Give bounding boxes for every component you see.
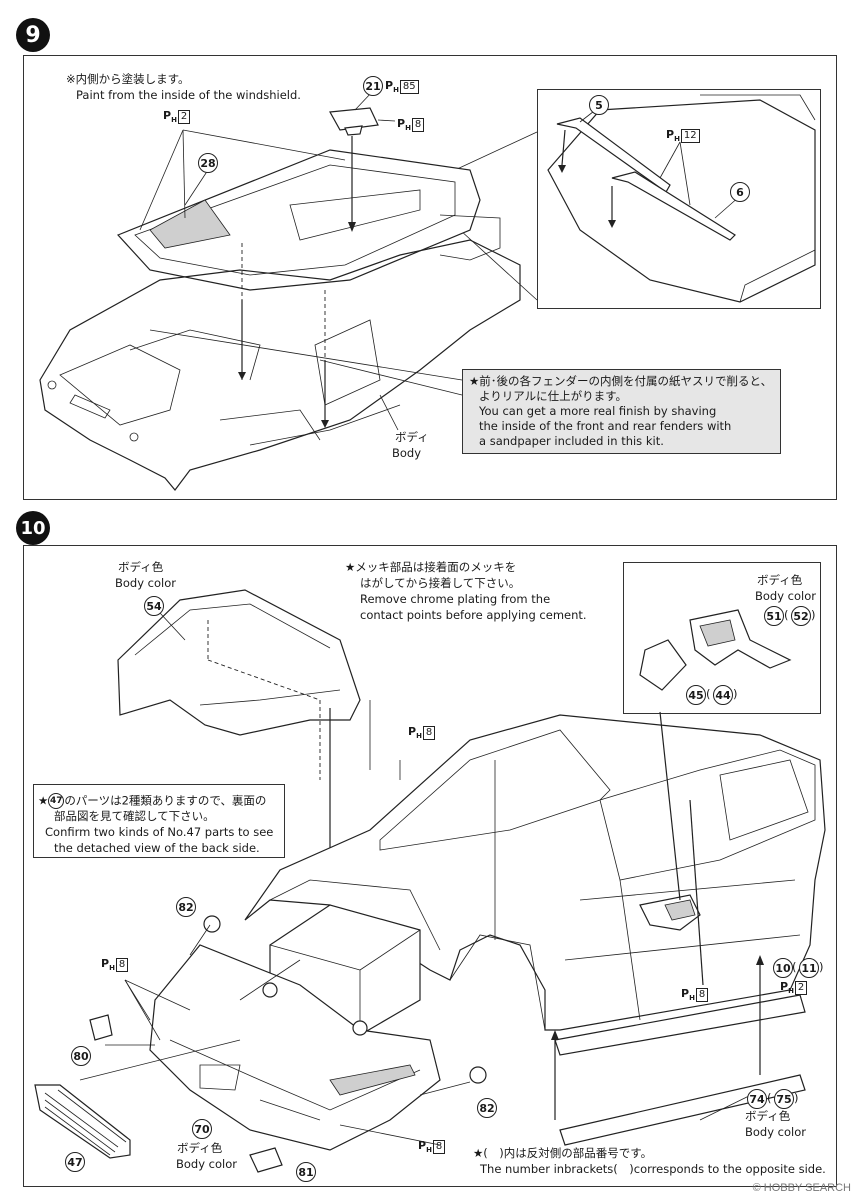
step-9-inset (537, 89, 821, 309)
bracket-75: ) (794, 1091, 799, 1105)
callout-part-6: 6 (730, 182, 750, 202)
step-9-badge: 9 (16, 18, 50, 52)
part-47-note (33, 784, 285, 858)
bracket-note-en: The number inbrackets( )corresponds to t… (480, 1162, 826, 1176)
callout-part-80: 80 (71, 1046, 91, 1066)
callout-part-44: 44 (713, 685, 733, 705)
part-47-note-en-2: the detached view of the back side. (54, 841, 260, 855)
callout-part-5: 5 (589, 95, 609, 115)
bracket-44: ) (733, 687, 738, 701)
callout-part-21: 21 (363, 76, 383, 96)
callout-part-28: 28 (198, 153, 218, 173)
bracket-45: ( (706, 687, 711, 701)
callout-part-47: 47 (65, 1152, 85, 1172)
callout-part-10: 10 (773, 958, 793, 978)
bracket-52: ) (811, 608, 816, 622)
callout-part-52: 52 (791, 606, 811, 626)
bracket-74: ( (767, 1091, 772, 1105)
hood-color-ja: ボディ色 (118, 560, 164, 574)
chrome-note-ja-2: はがしてから接着して下さい。 (360, 576, 521, 590)
bracket-10: ( (792, 960, 797, 974)
paint-note-en: Paint from the inside of the windshield. (76, 88, 301, 102)
chrome-note-en-2: contact points before applying cement. (360, 608, 587, 622)
callout-part-11: 11 (799, 958, 819, 978)
callout-part-82-top: 82 (176, 897, 196, 917)
paint-note-ja: ※内側から塗装します。 (66, 72, 190, 86)
chrome-note-ja-1: ★メッキ部品は接着面のメッキを (345, 560, 517, 574)
part-47-inline-icon: 47 (48, 793, 65, 809)
callout-part-82-right: 82 (477, 1098, 497, 1118)
body-label-ja: ボディ (395, 430, 429, 444)
body-label-en: Body (392, 446, 422, 460)
skirt-color-en: Body color (745, 1125, 807, 1139)
callout-part-45: 45 (686, 685, 706, 705)
mirror-color-en: Body color (755, 589, 817, 603)
bracket-note-ja: ★( )内は反対側の部品番号です。 (473, 1146, 653, 1160)
callout-part-70: 70 (192, 1119, 212, 1139)
callout-part-74: 74 (747, 1089, 767, 1109)
callout-part-81: 81 (296, 1162, 316, 1182)
part-47-note-en-1: Confirm two kinds of No.47 parts to see (45, 825, 274, 839)
mirror-color-ja: ボディ色 (757, 573, 803, 587)
bumper-color-ja: ボディ色 (177, 1141, 223, 1155)
hood-color-en: Body color (115, 576, 177, 590)
bracket-11: ) (819, 960, 824, 974)
bracket-51: ( (784, 608, 789, 622)
callout-part-51: 51 (764, 606, 784, 626)
fender-sanding-note: ★前･後の各フェンダーの内側を付属の紙ヤスリで削ると、 よりリアルに仕上がります… (462, 369, 781, 454)
part-47-note-ja-2: 部品図を見て確認して下さい。 (54, 809, 215, 823)
skirt-color-ja: ボディ色 (745, 1109, 791, 1123)
callout-part-54: 54 (144, 596, 164, 616)
hobby-search-watermark: © HOBBY SEARCH (752, 1182, 851, 1194)
bumper-color-en: Body color (176, 1157, 238, 1171)
step-10-badge: 10 (16, 511, 50, 545)
chrome-note-en-1: Remove chrome plating from the (360, 592, 551, 606)
callout-part-75: 75 (774, 1089, 794, 1109)
